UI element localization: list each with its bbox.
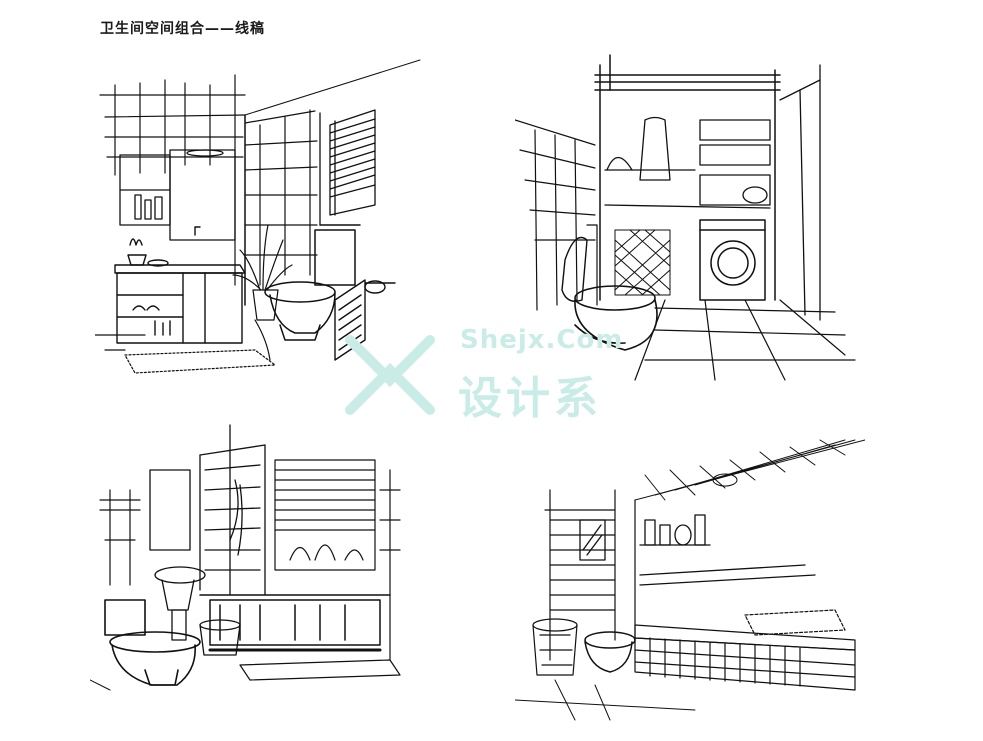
washing-machine: [699, 219, 766, 301]
toilet: [574, 285, 658, 351]
sketch-3-drawing: [90, 424, 401, 691]
page-title: 卫生间空间组合——线稿: [100, 21, 265, 37]
plant: [232, 224, 293, 361]
sink-mirror: [149, 469, 206, 641]
vanity-counter: [114, 226, 246, 344]
sketch-1-drawing: [95, 59, 421, 374]
tiled-bathtub: [634, 609, 856, 691]
toilet: [104, 599, 201, 686]
sketch-4-drawing: [515, 439, 865, 721]
toilet: [264, 224, 361, 341]
shelf-items: [639, 514, 816, 586]
bathroom-sketch-4: [515, 410, 865, 730]
sketch-2-drawing: [515, 54, 856, 381]
toilet: [584, 631, 636, 673]
bathtub: [199, 594, 391, 652]
laundry-basket: [614, 229, 671, 296]
shower-wall: [199, 424, 266, 596]
waste-bin: [199, 619, 241, 656]
storage-shelves: [604, 116, 771, 209]
wall-tiles: [544, 489, 636, 661]
towel-rack: [334, 279, 396, 361]
bathroom-sketch-1: [95, 55, 425, 375]
window-blinds: [274, 459, 401, 661]
mirror-cabinet: [119, 149, 236, 241]
wall-tile-grid: [99, 74, 318, 286]
basket: [532, 618, 578, 676]
towel-rack: [99, 489, 141, 586]
window-blinds: [319, 109, 376, 226]
floor-tiles: [634, 299, 856, 381]
wall-picture: [579, 519, 606, 561]
bathroom-sketch-2: [515, 50, 865, 390]
upper-shelf: [594, 54, 781, 301]
bath-rug: [95, 334, 276, 374]
bathroom-sketch-3: [90, 410, 420, 710]
skylight-lattice: [634, 439, 865, 501]
side-wall-tiles: [515, 119, 596, 311]
floor-lines: [515, 679, 696, 721]
